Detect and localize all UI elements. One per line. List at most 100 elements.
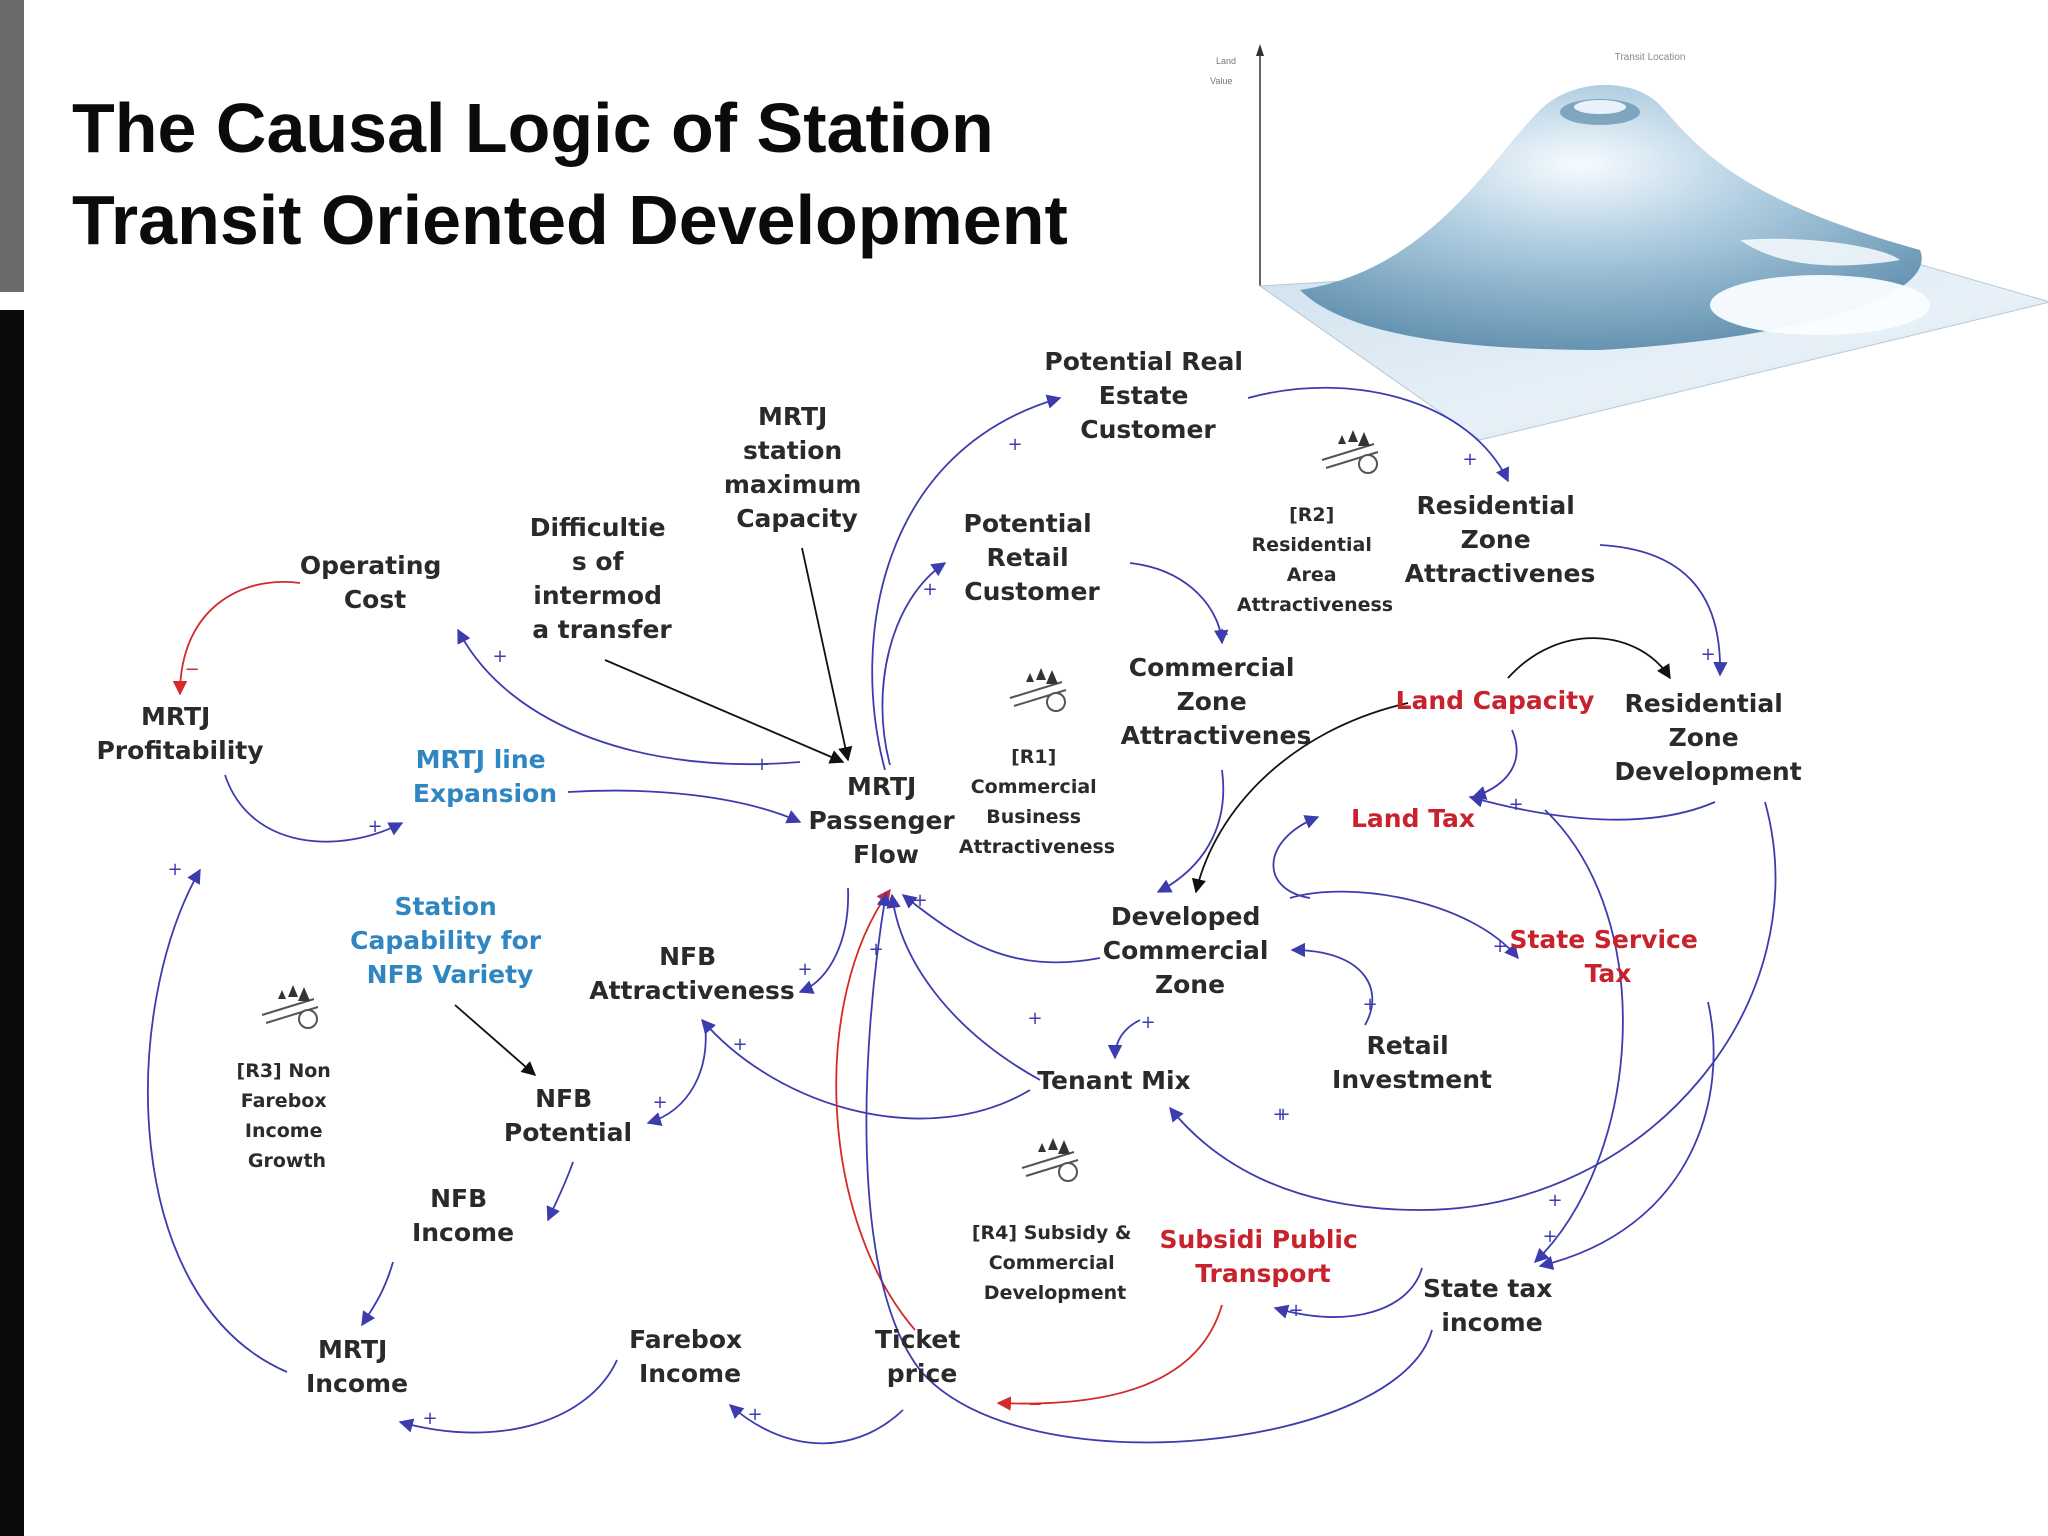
link-developed-to-land-tax	[1272, 815, 1320, 899]
polarity-plus: +	[797, 959, 812, 980]
link-retail-to-commercial-attract	[1129, 562, 1229, 645]
polarity-plus: +	[1547, 1190, 1562, 1211]
title-line-1: The Causal Logic of Station	[72, 89, 994, 167]
link-residential-attract-to-residential-dev	[1599, 544, 1728, 677]
link-developed-to-passenger	[901, 894, 1101, 964]
node-tenant-mix: Tenant Mix	[1037, 1066, 1190, 1095]
polarity-plus: +	[1362, 994, 1377, 1015]
node-station-capability-nfb-variety: Station Capability for NFB Variety	[350, 892, 550, 989]
link-farebox-to-mrtj-income	[398, 1359, 618, 1434]
node-developed-commercial-zone: Developed Commercial Zone	[1103, 902, 1277, 999]
link-nfb-potential-to-nfb-income	[546, 1161, 574, 1222]
link-operating-cost-to-profitability	[172, 581, 301, 696]
node-mrtj-station-max-capacity: MRTJ station maximum Capacity	[724, 402, 870, 533]
surface-axes	[1256, 44, 1264, 286]
polarity-plus: +	[754, 754, 769, 775]
loop-label-r3: [R3] Non Farebox Income Growth	[237, 1060, 338, 1172]
polarity-plus: +	[422, 1408, 437, 1429]
node-operating-cost: Operating Cost	[300, 551, 450, 614]
node-residential-zone-development: Residential Zone Development	[1614, 689, 1801, 786]
link-ticket-price-to-farebox	[728, 1404, 904, 1445]
loop-labels: [R2] Residential Area Attractiveness [R1…	[237, 504, 1394, 1304]
polarity-minus: −	[1027, 1394, 1042, 1415]
polarity-plus: +	[868, 939, 883, 960]
link-difficulties-to-passenger	[604, 659, 845, 764]
link-land-capacity-to-land-tax	[1471, 729, 1518, 800]
link-state-tax-to-subsidi	[1273, 1267, 1423, 1319]
surface-axis-label-1: Land	[1216, 56, 1236, 66]
node-commercial-zone-attractiveness: Commercial Zone Attractivenes	[1121, 653, 1312, 750]
polarity-plus: +	[912, 890, 927, 911]
node-residential-zone-attractiveness: Residential Zone Attractivenes	[1405, 491, 1596, 588]
link-nfb-attract-to-nfb-potential	[646, 1022, 707, 1127]
link-mrtj-income-to-profitability	[147, 868, 288, 1373]
node-mrtj-profitability: MRTJ Profitability	[96, 702, 263, 765]
loop-label-r2: [R2] Residential Area Attractiveness	[1237, 504, 1393, 616]
link-line-expansion-to-passenger	[567, 789, 802, 824]
link-residential-dev-to-land-tax	[1468, 793, 1716, 821]
node-retail-investment: Retail Investment	[1332, 1031, 1492, 1094]
polarity-plus: +	[1140, 1012, 1155, 1033]
link-developed-to-state-service-tax	[1289, 890, 1519, 960]
link-developed-to-tenant-mix	[1107, 1019, 1141, 1060]
link-state-service-tax-to-state-tax	[1538, 1001, 1715, 1270]
link-retail-investment-to-developed	[1290, 942, 1374, 1026]
link-nfb-income-to-mrtj-income	[361, 1261, 394, 1327]
causal-links	[147, 386, 1777, 1445]
polarity-plus: +	[167, 859, 182, 880]
snowball-icon	[1021, 1138, 1079, 1182]
node-land-tax: Land Tax	[1351, 804, 1475, 833]
node-subsidi-public-transport: Subsidi Public Transport	[1159, 1225, 1366, 1288]
loop-markers	[261, 430, 1379, 1182]
polarity-plus: +	[1288, 1300, 1303, 1321]
node-mrtj-passenger-flow: MRTJ Passenger Flow	[809, 772, 964, 869]
surface-plot-label: Transit Location	[1615, 52, 1686, 63]
polarity-plus: +	[1508, 794, 1523, 815]
link-land-capacity-to-residential-dev	[1507, 637, 1671, 680]
polarity-plus: +	[1027, 1008, 1042, 1029]
variable-nodes: Potential Real Estate Customer MRTJ stat…	[96, 347, 1801, 1398]
title-line-2: Transit Oriented Development	[72, 181, 1068, 259]
slide-title: The Causal Logic of Station Transit Orie…	[72, 82, 1232, 266]
node-state-service-tax: State Service Tax	[1509, 925, 1706, 988]
loop-label-r1: [R1] Commercial Business Attractiveness	[959, 746, 1115, 858]
link-passenger-to-operating-cost	[457, 628, 801, 766]
snowball-icon	[1321, 430, 1379, 474]
polarity-plus: +	[1007, 434, 1022, 455]
node-nfb-attractiveness: NFB Attractiveness	[589, 942, 795, 1005]
link-real-estate-to-residential-attract	[1247, 386, 1509, 483]
link-state-tax-to-passenger	[865, 891, 1433, 1444]
polarity-plus: +	[1275, 1104, 1290, 1125]
node-mrtj-income: MRTJ Income	[306, 1335, 408, 1398]
polarity-minus: −	[184, 659, 199, 680]
node-nfb-potential: NFB Potential	[504, 1084, 632, 1147]
link-land-capacity-to-developed	[1191, 702, 1409, 894]
polarity-plus: +	[747, 1404, 762, 1425]
node-nfb-income: NFB Income	[412, 1184, 514, 1247]
node-ticket-price: Ticket price	[875, 1325, 969, 1388]
surface-axis-label-2: Value	[1210, 76, 1232, 86]
node-farebox-income: Farebox Income	[629, 1325, 751, 1388]
link-tenant-mix-to-passenger	[886, 893, 1041, 1081]
link-profitability-to-line-expansion	[224, 774, 404, 843]
sidebar-accent-gray	[0, 0, 24, 292]
link-commercial-attract-to-developed	[1156, 769, 1225, 893]
snowball-icon	[261, 985, 319, 1029]
polarity-plus: +	[732, 1034, 747, 1055]
polarity-plus: +	[367, 816, 382, 837]
link-tenant-mix-to-nfb-attract	[701, 1018, 1031, 1120]
link-max-capacity-to-passenger	[801, 547, 853, 762]
polarity-signs: + + + + + + + + + + + + + + + + − + + + …	[167, 434, 1715, 1429]
node-state-tax-income: State tax income	[1423, 1274, 1561, 1337]
polarity-plus: +	[1214, 624, 1229, 645]
polarity-plus: +	[652, 1092, 667, 1113]
land-value-surface-plot: Land Value Transit Location	[1210, 44, 2048, 441]
node-potential-real-estate-customer: Potential Real Estate Customer	[1044, 347, 1251, 444]
link-passenger-to-retail	[881, 562, 947, 766]
link-passenger-to-real-estate	[871, 394, 1062, 771]
node-land-capacity: Land Capacity	[1396, 686, 1595, 715]
node-difficulties-intermodal-transfer: Difficultie s of intermod a transfer	[530, 513, 675, 644]
loop-label-r4: [R4] Subsidy & Commercial Development	[972, 1222, 1138, 1304]
node-potential-retail-customer: Potential Retail Customer	[964, 509, 1101, 606]
